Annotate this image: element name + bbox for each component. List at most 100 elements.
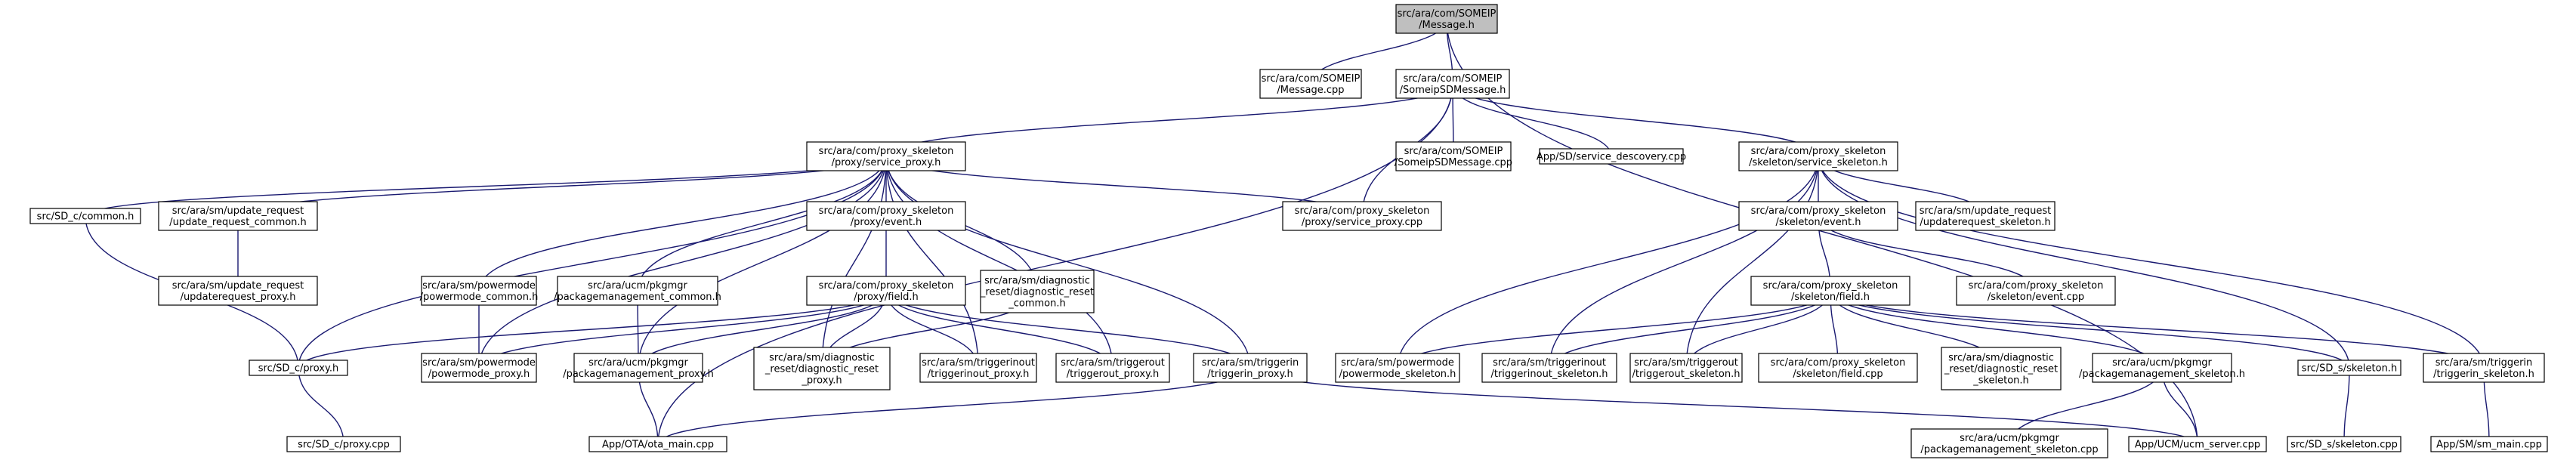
node-label-line: src/ara/sm/triggerin: [2435, 357, 2533, 369]
node-label-line: src/SD_c/common.h: [37, 211, 134, 223]
node-triggerout-skeleton-h[interactable]: src/ara/sm/triggerout/triggerout_skeleto…: [1629, 353, 1743, 383]
node-sd-s-skeleton-h[interactable]: src/SD_s/skeleton.h: [2297, 360, 2401, 376]
node-box: [421, 353, 537, 383]
node-service-proxy-cpp[interactable]: src/ara/com/proxy_skeleton/proxy/service…: [1282, 201, 1442, 231]
node-label-line: /proxy/service_proxy.cpp: [1302, 217, 1422, 228]
node-service-skeleton-h[interactable]: src/ara/com/proxy_skeleton/skeleton/serv…: [1738, 141, 1898, 171]
node-updaterequest-proxy-h[interactable]: src/ara/sm/update_request/updaterequest_…: [158, 276, 318, 306]
node-label-line: App/OTA/ota_main.cpp: [602, 440, 714, 451]
node-box: [1956, 276, 2116, 306]
node-update-request-common[interactable]: src/ara/sm/update_request/update_request…: [158, 201, 318, 231]
node-label-line: /Message.h: [1419, 20, 1475, 31]
node-updaterequest-skeleton-h[interactable]: src/ara/sm/update_request/updaterequest_…: [1915, 201, 2056, 231]
node-label-line: /skeleton/field.cpp: [1793, 369, 1883, 380]
node-box: [1738, 141, 1898, 171]
node-diag-reset-proxy-h[interactable]: src/ara/sm/diagnostic_reset/diagnostic_r…: [753, 347, 891, 390]
node-box: [1758, 353, 1918, 383]
node-box: [2287, 436, 2401, 452]
node-proxy-field-h[interactable]: src/ara/com/proxy_skeleton/proxy/field.h: [806, 276, 966, 306]
node-label-line: src/ara/com/SOMEIP: [1404, 146, 1503, 157]
node-triggerinout-skeleton-h[interactable]: src/ara/sm/triggerinout/triggerinout_ske…: [1481, 353, 1617, 383]
node-powermode-skeleton-h[interactable]: src/ara/sm/powermode/powermode_skeleton.…: [1335, 353, 1460, 383]
node-label-line: src/ara/sm/powermode: [1341, 357, 1454, 369]
edge-triggerout_proxy_h-includes-service_proxy_h: [886, 156, 1113, 369]
node-diag-reset-common[interactable]: src/ara/sm/diagnostic_reset/diagnostic_r…: [980, 270, 1095, 313]
node-label-line: /skeleton/event.h: [1776, 217, 1861, 228]
node-sd-c-common[interactable]: src/SD_c/common.h: [29, 208, 141, 224]
node-box: [1910, 428, 2108, 458]
node-proxy-event-h[interactable]: src/ara/com/proxy_skeleton/proxy/event.h: [806, 201, 966, 231]
node-label-line: /SomeipSDMessage.cpp: [1395, 157, 1512, 168]
node-box: [1193, 353, 1308, 383]
node-message-cpp[interactable]: src/ara/com/SOMEIP/Message.cpp: [1259, 69, 1362, 99]
node-box: [421, 276, 537, 306]
node-skeleton-field-cpp[interactable]: src/ara/com/proxy_skeleton/skeleton/fiel…: [1758, 353, 1918, 383]
edge-update_request_common-includes-service_proxy_h: [237, 156, 886, 217]
node-label-line: /triggerin_proxy.h: [1207, 369, 1293, 380]
node-box: [806, 201, 966, 231]
node-powermode-proxy-h[interactable]: src/ara/sm/powermode/powermode_proxy.h: [421, 353, 537, 383]
node-ota-main[interactable]: App/OTA/ota_main.cpp: [588, 436, 727, 452]
edge-packagemanagement_common-includes-service_proxy_h: [637, 156, 886, 292]
node-box: [573, 353, 703, 383]
node-box: [1259, 69, 1362, 99]
node-label-line: src/ara/ucm/pkgmgr: [2112, 357, 2212, 369]
node-label-line: src/SD_c/proxy.cpp: [298, 440, 390, 451]
node-skeleton-field-h[interactable]: src/ara/com/proxy_skeleton/skeleton/fiel…: [1750, 276, 1910, 306]
node-packagemanagement-common[interactable]: src/ara/ucm/pkgmgr/packagemanagement_com…: [554, 276, 721, 306]
node-label-line: src/ara/com/proxy_skeleton: [1751, 205, 1886, 217]
node-box: [1629, 353, 1743, 383]
node-label-line: src/ara/sm/triggerinout: [922, 357, 1035, 369]
node-sd-s-skeleton-cpp[interactable]: src/SD_s/skeleton.cpp: [2287, 436, 2401, 452]
node-diag-reset-skeleton-h[interactable]: src/ara/sm/diagnostic_reset/diagnostic_r…: [1941, 347, 2062, 390]
node-box: [1335, 353, 1460, 383]
node-label-line: src/SD_s/skeleton.cpp: [2290, 440, 2398, 451]
node-box: [806, 276, 966, 306]
nodes-layer: src/ara/com/SOMEIP/Message.hsrc/ara/com/…: [29, 4, 2548, 458]
node-label-line: src/ara/sm/diagnostic: [769, 353, 875, 364]
node-label-line: src/ara/sm/diagnostic: [984, 276, 1090, 287]
node-someipsd-cpp[interactable]: src/ara/com/SOMEIP/SomeipSDMessage.cpp: [1395, 141, 1512, 171]
node-service-discovery[interactable]: App/SD/service_descovery.cpp: [1537, 148, 1686, 165]
edge-sd_s_skeleton_h-includes-service_skeleton_h: [1818, 156, 2350, 369]
node-label-line: _reset/diagnostic_reset: [980, 287, 1094, 298]
node-ucm-server[interactable]: App/UCM/ucm_server.cpp: [2128, 436, 2267, 452]
node-skeleton-event-h[interactable]: src/ara/com/proxy_skeleton/skeleton/even…: [1738, 201, 1898, 231]
node-packagemanagement-skeleton-h[interactable]: src/ara/ucm/pkgmgr/packagemanagement_ske…: [2079, 353, 2245, 383]
node-label-line: _reset/diagnostic_reset: [1944, 364, 2058, 375]
node-label-line: src/ara/com/proxy_skeleton: [819, 205, 954, 217]
edge-diag_reset_proxy_h-includes-service_proxy_h: [821, 156, 886, 369]
edge-service_proxy_h-includes-someipsd_h: [885, 84, 1453, 157]
node-label-line: src/ara/ucm/pkgmgr: [588, 280, 687, 292]
edge-powermode_proxy_h-includes-service_proxy_h: [478, 156, 886, 369]
node-triggerin-proxy-h[interactable]: src/ara/sm/triggerin/triggerin_proxy.h: [1193, 353, 1308, 383]
node-message-h[interactable]: src/ara/com/SOMEIP/Message.h: [1395, 4, 1498, 34]
node-label-line: src/ara/sm/powermode: [422, 280, 536, 292]
node-sm-main[interactable]: App/SM/sm_main.cpp: [2430, 436, 2548, 452]
edge-packagemanagement_proxy_h-includes-service_proxy_h: [638, 156, 886, 369]
node-powermode-common[interactable]: src/ara/sm/powermode/powermode_common.h: [420, 276, 539, 306]
node-label-line: src/ara/ucm/pkgmgr: [1960, 433, 2059, 444]
node-label-line: src/ara/sm/triggerout: [1634, 357, 1738, 369]
node-sd-c-proxy-cpp[interactable]: src/SD_c/proxy.cpp: [286, 436, 401, 452]
node-skeleton-event-cpp[interactable]: src/ara/com/proxy_skeleton/skeleton/even…: [1956, 276, 2116, 306]
node-label-line: App/SM/sm_main.cpp: [2436, 440, 2542, 451]
node-triggerout-proxy-h[interactable]: src/ara/sm/triggerout/triggerout_proxy.h: [1055, 353, 1170, 383]
node-sd-c-proxy-h[interactable]: src/SD_c/proxy.h: [249, 360, 348, 376]
node-label-line: src/ara/com/proxy_skeleton: [819, 146, 954, 157]
node-triggerinout-proxy-h[interactable]: src/ara/sm/triggerinout/triggerinout_pro…: [919, 353, 1037, 383]
node-triggerin-skeleton-h[interactable]: src/ara/sm/triggerin/triggerin_skeleton.…: [2423, 353, 2545, 383]
node-box: [29, 208, 141, 224]
node-box: [2128, 436, 2267, 452]
node-box: [2430, 436, 2548, 452]
node-service-proxy-h[interactable]: src/ara/com/proxy_skeleton/proxy/service…: [806, 141, 966, 171]
node-label-line: src/ara/sm/triggerout: [1061, 357, 1165, 369]
edge-triggerin_proxy_h-includes-service_proxy_h: [886, 156, 1251, 369]
node-packagemanagement-proxy-h[interactable]: src/ara/ucm/pkgmgr/packagemanagement_pro…: [563, 353, 714, 383]
node-packagemanagement-skeleton-cpp[interactable]: src/ara/ucm/pkgmgr/packagemanagement_ske…: [1910, 428, 2108, 458]
node-box: [158, 201, 318, 231]
node-someipsd-h[interactable]: src/ara/com/SOMEIP/SomeipSDMessage.h: [1395, 69, 1510, 99]
node-label-line: /triggerinout_proxy.h: [928, 369, 1030, 380]
node-box: [557, 276, 718, 306]
